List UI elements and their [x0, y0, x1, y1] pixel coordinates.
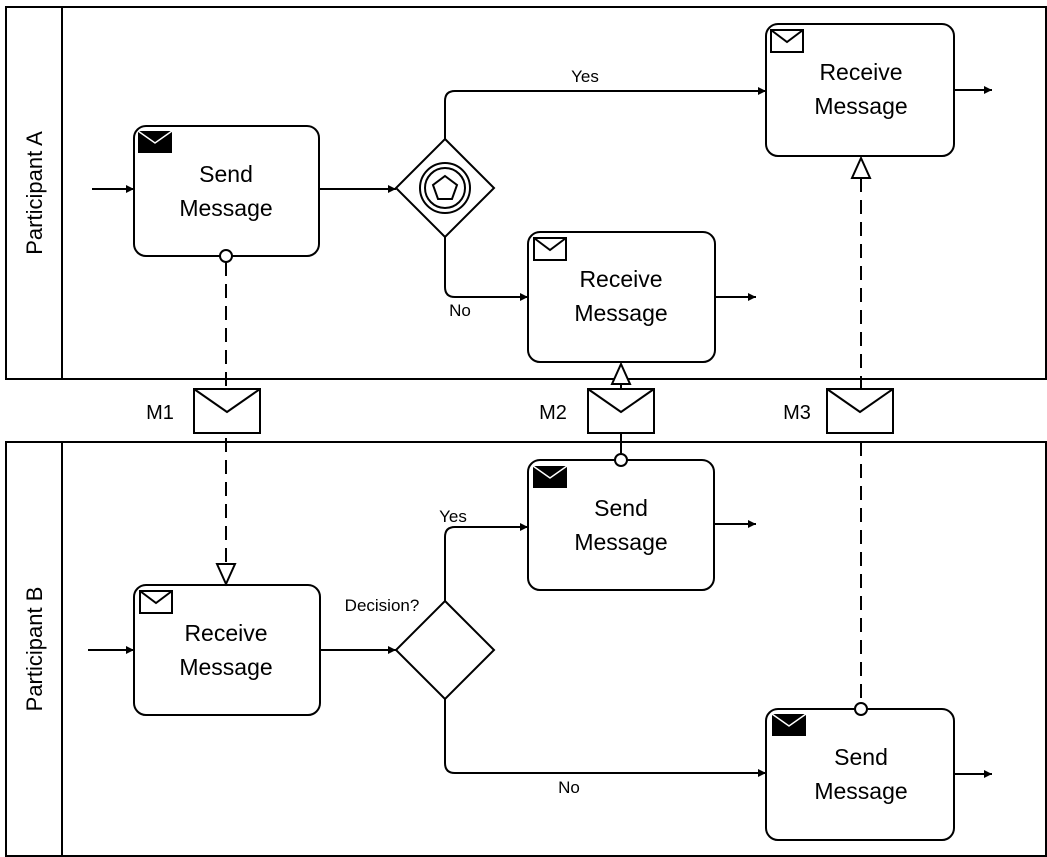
message-label-m3: M3 — [783, 402, 811, 424]
sequence-flow-yes — [444, 523, 528, 601]
message-flow-m1 — [215, 249, 237, 587]
flow-label-yes: Yes — [571, 67, 599, 86]
task-b-send-message-no[interactable]: Send Message — [765, 708, 955, 841]
task-a-receive-message-no[interactable]: Receive Message — [527, 231, 716, 363]
task-b-receive-line1: Receive — [184, 620, 267, 646]
task-a-receive-yes-line1: Receive — [819, 59, 902, 85]
pentagon-icon — [431, 174, 459, 200]
gateway-label-decision: Decision? — [345, 596, 420, 615]
message-label-m2: M2 — [539, 402, 567, 424]
task-b-send-no-line2: Message — [814, 778, 907, 804]
flow-label-yes: Yes — [439, 507, 467, 526]
message-envelope-m2 — [587, 388, 655, 434]
task-b-send-no-line1: Send — [834, 744, 888, 770]
envelope-icon — [139, 590, 173, 614]
sequence-flow-no — [444, 699, 766, 777]
task-a-send-message[interactable]: Send Message — [133, 125, 320, 257]
pool-a-label: Participant A — [22, 131, 47, 255]
envelope-icon — [770, 29, 804, 53]
envelope-icon — [533, 237, 567, 261]
sequence-flow-yes — [444, 87, 766, 139]
message-flow-m3 — [850, 155, 872, 716]
task-a-receive-yes-line2: Message — [814, 93, 907, 119]
envelope-filled-icon — [532, 465, 568, 488]
task-b-receive-message[interactable]: Receive Message — [133, 584, 321, 716]
task-b-receive-line2: Message — [179, 654, 272, 680]
flow-label-no: No — [449, 301, 471, 320]
task-a-receive-no-line1: Receive — [579, 266, 662, 292]
pool-b-label: Participant B — [22, 587, 47, 712]
message-envelope-m3 — [826, 388, 894, 434]
sequence-flow-no — [444, 237, 528, 301]
task-a-receive-message-yes[interactable]: Receive Message — [765, 23, 955, 157]
task-b-send-yes-line2: Message — [574, 529, 667, 555]
task-a-receive-no-line2: Message — [574, 300, 667, 326]
task-b-send-message-yes[interactable]: Send Message — [527, 459, 715, 591]
message-envelope-m1 — [193, 388, 261, 434]
task-b-send-yes-line1: Send — [594, 495, 648, 521]
message-label-m1: M1 — [146, 402, 174, 424]
envelope-filled-icon — [137, 130, 173, 153]
task-a-send-line1: Send — [199, 161, 253, 187]
task-a-send-line2: Message — [179, 195, 272, 221]
flow-label-no: No — [558, 778, 580, 797]
event-based-gateway[interactable] — [394, 137, 496, 239]
envelope-filled-icon — [771, 713, 807, 736]
